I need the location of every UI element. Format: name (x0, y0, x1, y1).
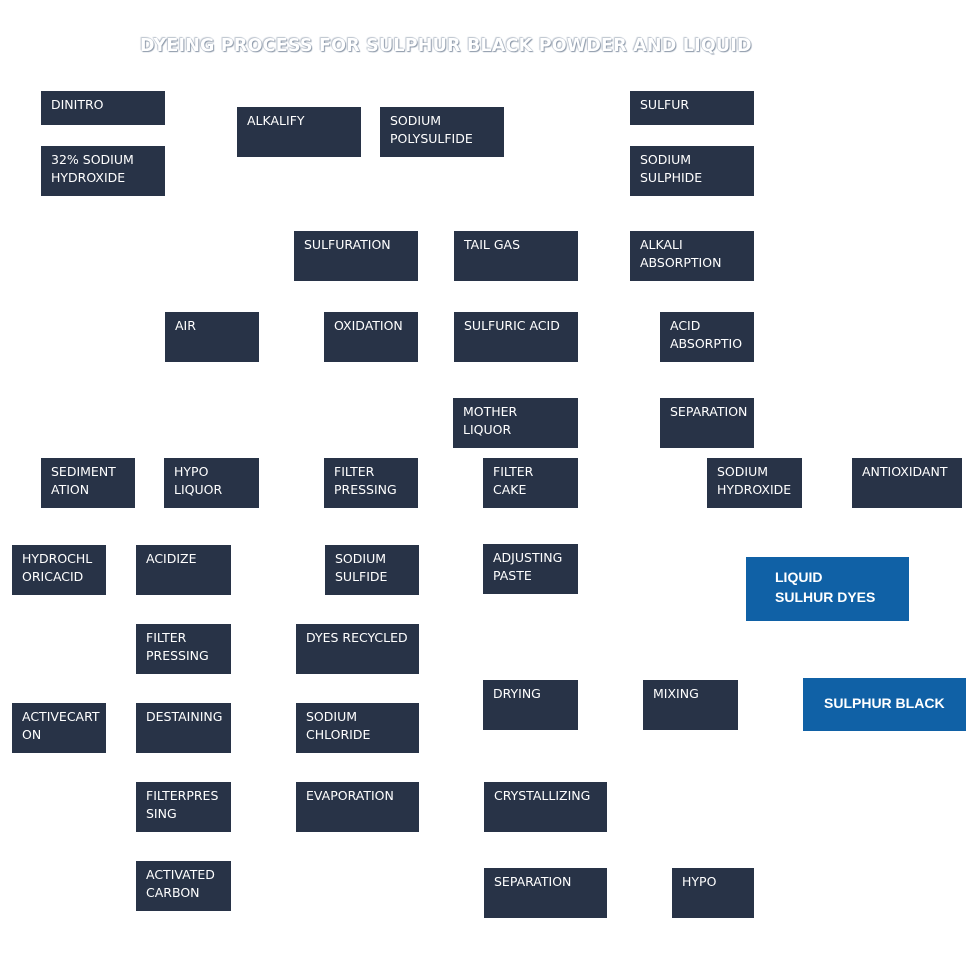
node-hydrochloricacid: HYDROCHL ORICACID (12, 545, 106, 595)
node-drying: DRYING (483, 680, 578, 730)
node-alkalify: ALKALIFY (237, 107, 361, 157)
node-filter-pressing-2: FILTER PRESSING (136, 624, 231, 674)
node-mixing: MIXING (643, 680, 738, 730)
node-filter-pressing-1: FILTER PRESSING (324, 458, 418, 508)
node-mother-liquor: MOTHER LIQUOR (453, 398, 578, 448)
node-separation-2: SEPARATION (484, 868, 607, 918)
node-antioxidant: ANTIOXIDANT (852, 458, 962, 508)
node-sodium-chloride: SODIUM CHLORIDE (296, 703, 419, 753)
node-tail-gas: TAIL GAS (454, 231, 578, 281)
node-activated-carbon: ACTIVATED CARBON (136, 861, 231, 911)
node-sulfuration: SULFURATION (294, 231, 418, 281)
node-sulfuric-acid: SULFURIC ACID (454, 312, 578, 362)
node-acid-absorption: ACID ABSORPTIO (660, 312, 754, 362)
node-acidize: ACIDIZE (136, 545, 231, 595)
node-destaining: DESTAINING (136, 703, 231, 753)
node-oxidation: OXIDATION (324, 312, 418, 362)
node-liquid-sulhur-dyes: LIQUID SULHUR DYES (746, 557, 909, 621)
node-sodium-sulphide: SODIUM SULPHIDE (630, 146, 754, 196)
node-crystallizing: CRYSTALLIZING (484, 782, 607, 832)
node-sodium-hydroxide: SODIUM HYDROXIDE (707, 458, 802, 508)
node-dyes-recycled: DYES RECYCLED (296, 624, 419, 674)
node-filterpressing: FILTERPRES SING (136, 782, 231, 832)
node-32-sodium-hydroxide: 32% SODIUM HYDROXIDE (41, 146, 165, 196)
node-hypo: HYPO (672, 868, 754, 918)
node-dinitro: DINITRO (41, 91, 165, 125)
node-sulfur: SULFUR (630, 91, 754, 125)
node-evaporation: EVAPORATION (296, 782, 419, 832)
diagram-title: DYEING PROCESS FOR SULPHUR BLACK POWDER … (140, 36, 752, 56)
node-activecarton: ACTIVECART ON (12, 703, 106, 753)
node-adjusting-paste: ADJUSTING PASTE (483, 544, 578, 594)
node-alkali-absorption: ALKALI ABSORPTION (630, 231, 754, 281)
node-separation-1: SEPARATION (660, 398, 754, 448)
node-hypo-liquor: HYPO LIQUOR (164, 458, 259, 508)
node-air: AIR (165, 312, 259, 362)
node-sulphur-black: SULPHUR BLACK (803, 678, 966, 731)
node-sedimentation: SEDIMENT ATION (41, 458, 135, 508)
node-sodium-polysulfide: SODIUM POLYSULFIDE (380, 107, 504, 157)
node-sodium-sulfide: SODIUM SULFIDE (325, 545, 419, 595)
node-filter-cake: FILTER CAKE (483, 458, 578, 508)
